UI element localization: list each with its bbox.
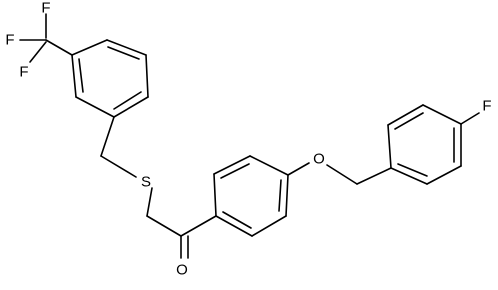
fluorine-atom-aryl: F: [482, 98, 491, 115]
fluorine-atom-left: F: [5, 32, 14, 49]
ether-oxygen-atom: O: [313, 151, 325, 168]
ether-linker: [287, 162, 392, 185]
benzene-ring-central: [213, 155, 289, 237]
carbonyl-oxygen-atom: O: [176, 262, 188, 279]
benzene-ring-fluoro: [387, 104, 480, 185]
sulfur-atom: S: [141, 174, 151, 191]
thioether-linker: [100, 116, 182, 237]
fluorine-atom-top: F: [41, 0, 50, 17]
trifluoromethyl-group: [19, 13, 73, 63]
carbonyl-group: [180, 215, 217, 259]
fluorine-atom-mid: F: [19, 64, 28, 81]
benzene-ring-cf3: [71, 39, 149, 118]
